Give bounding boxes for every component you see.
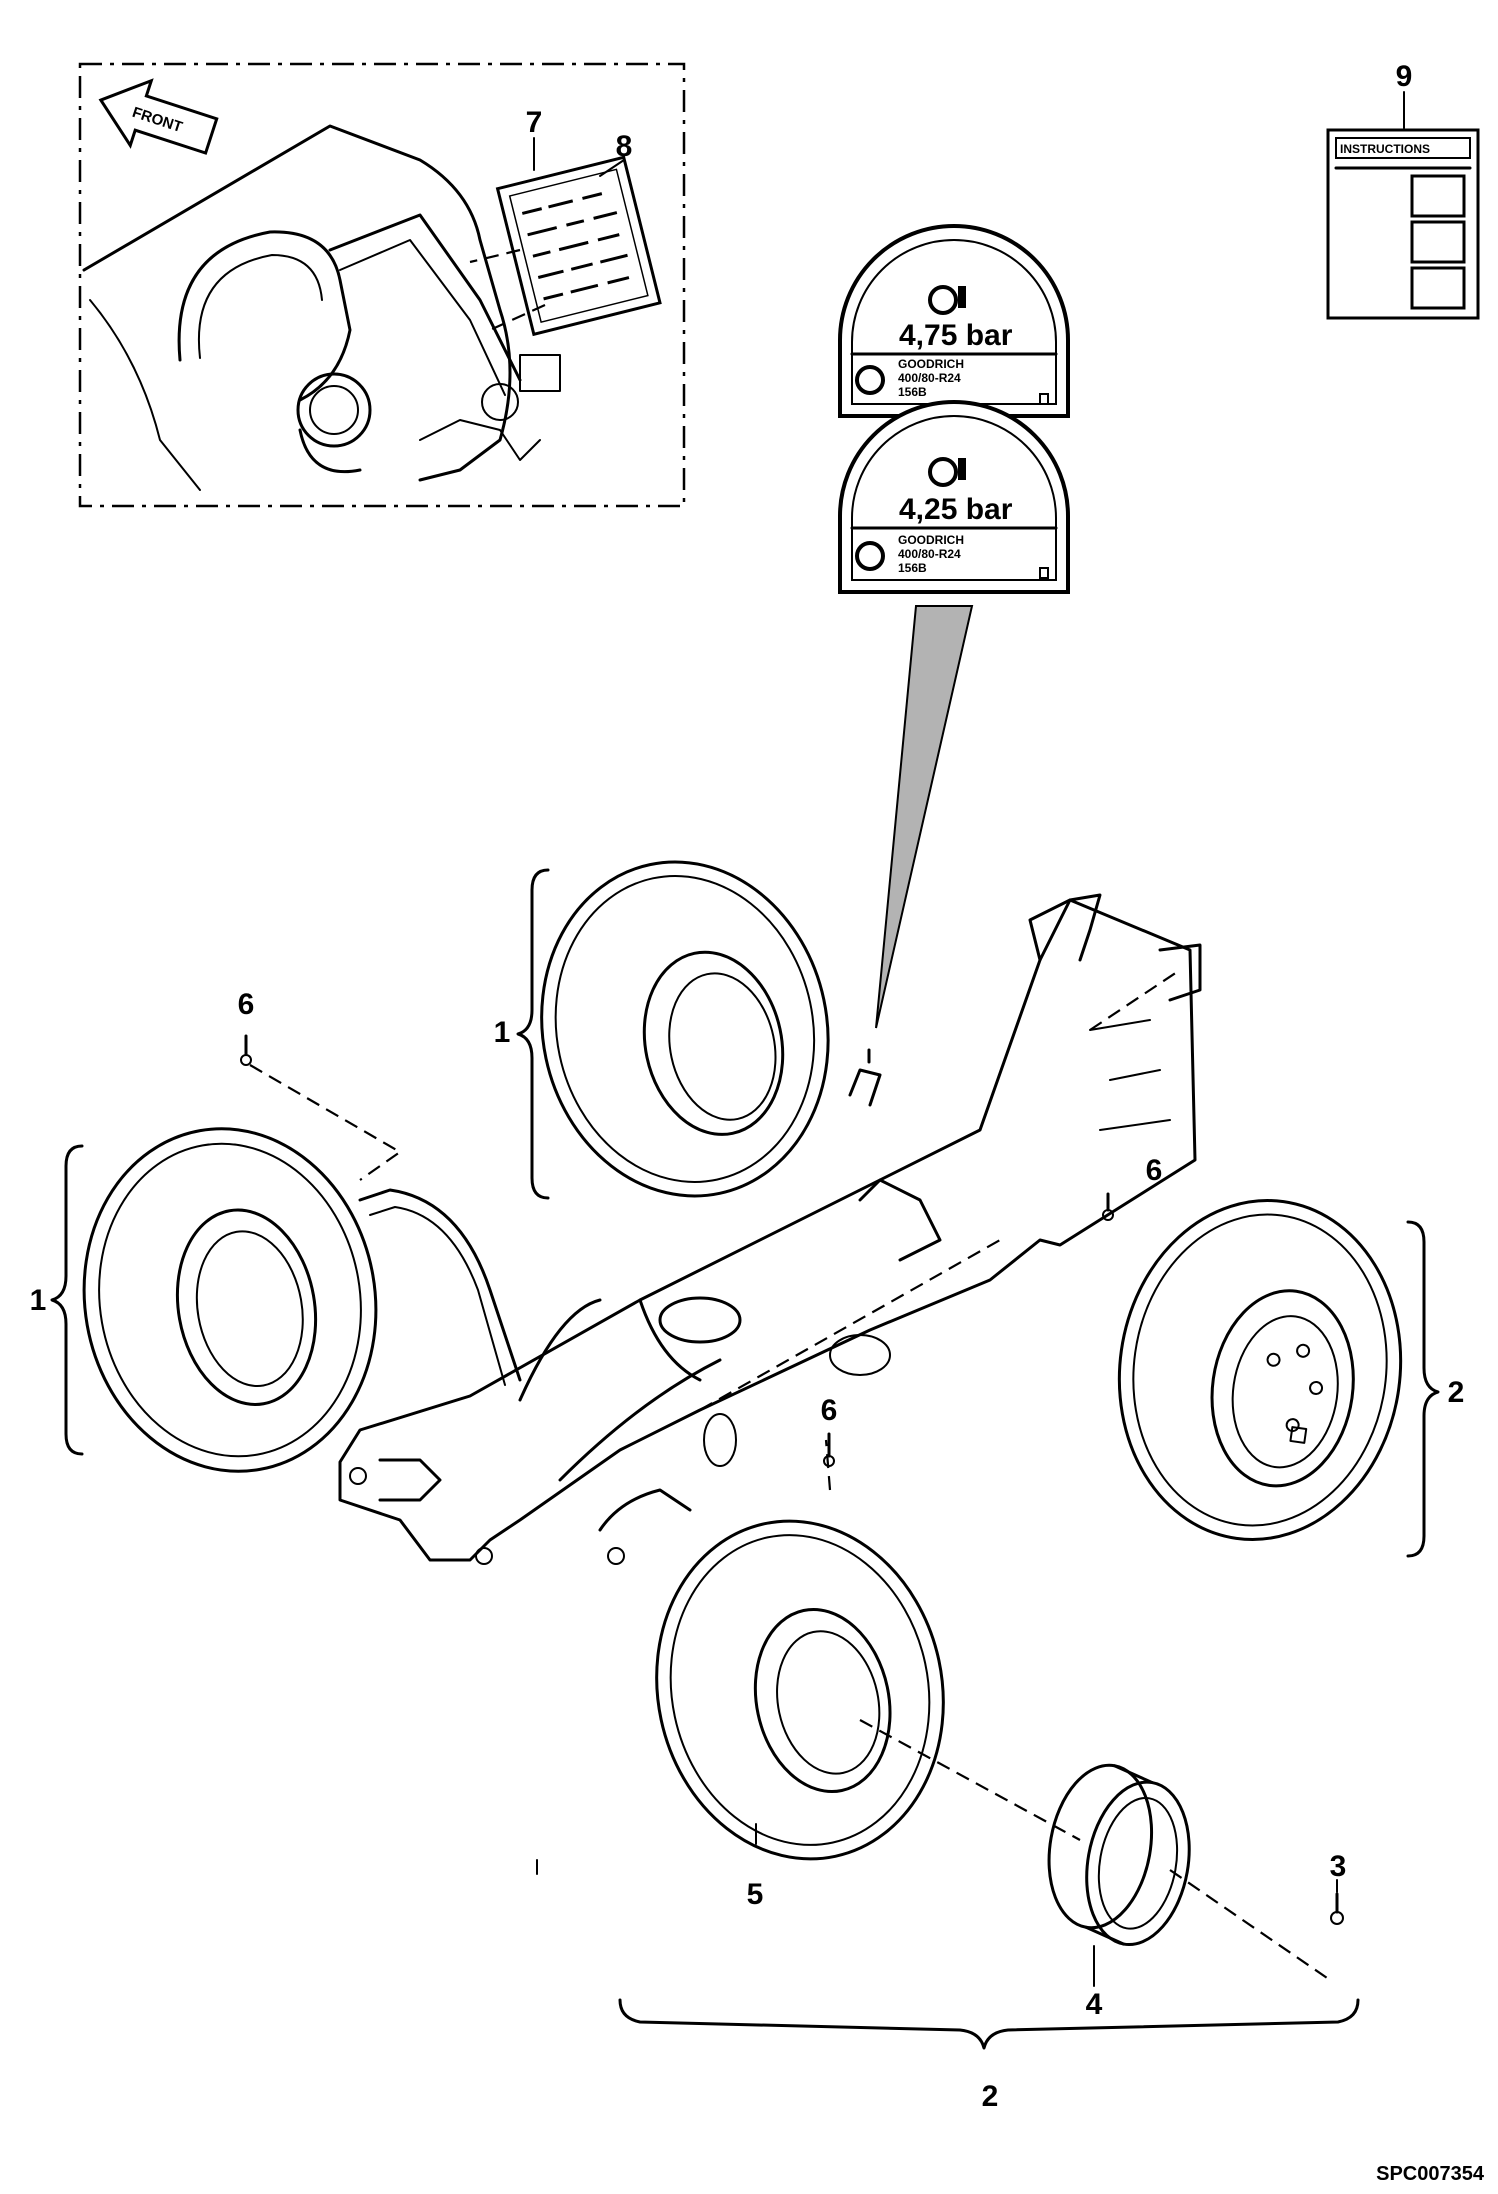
tire-pressure-label-front: 4,25 bar GOODRICH 400/80-R24 156B bbox=[838, 400, 1070, 594]
callout-6-mid: 6 bbox=[821, 1394, 838, 1427]
front-tire-brand: GOODRICH bbox=[898, 533, 964, 547]
callout-8: 8 bbox=[616, 130, 633, 163]
brace-2-bottom bbox=[618, 1998, 1360, 2050]
tire-front-right bbox=[655, 1519, 945, 1861]
tire-front-left bbox=[540, 860, 830, 1198]
instructions-title: INSTRUCTIONS bbox=[1340, 142, 1430, 156]
rear-tire-size: 400/80-R24 bbox=[898, 371, 961, 385]
callout-7: 7 bbox=[526, 106, 543, 139]
callout-6-right: 6 bbox=[1146, 1154, 1163, 1187]
front-tire-load: 156B bbox=[898, 561, 927, 575]
callout-4: 4 bbox=[1086, 1988, 1103, 2021]
rear-pressure-value: 4,75 bar bbox=[899, 319, 1013, 352]
callout-1-upper: 1 bbox=[494, 1016, 511, 1049]
label-pointer bbox=[875, 605, 974, 1029]
rear-tire-load: 156B bbox=[898, 385, 927, 399]
decal-panel-7-8 bbox=[495, 155, 662, 337]
valve-stem bbox=[240, 1034, 1114, 1467]
reference-code: SPC007354 bbox=[1376, 2163, 1485, 2185]
tire-rear-left bbox=[82, 1127, 378, 1473]
callout-9: 9 bbox=[1396, 60, 1413, 93]
callout-6-top: 6 bbox=[238, 988, 255, 1021]
wheel-rim bbox=[1047, 1763, 1191, 1947]
brace-1-upper bbox=[516, 868, 550, 1200]
gauge-icon bbox=[958, 286, 966, 308]
tire-icon bbox=[928, 285, 958, 315]
callout-5: 5 bbox=[747, 1878, 764, 1911]
callout-2-bottom: 2 bbox=[982, 2080, 999, 2113]
front-pressure-value: 4,25 bar bbox=[899, 493, 1013, 526]
front-tire-size: 400/80-R24 bbox=[898, 547, 961, 561]
brace-2-right bbox=[1406, 1220, 1440, 1558]
instructions-decal: INSTRUCTIONS bbox=[1326, 91, 1480, 320]
callout-2-right: 2 bbox=[1448, 1376, 1465, 1409]
chassis-frame bbox=[338, 893, 1202, 1565]
cab-decal-inset: FRONT bbox=[78, 62, 686, 508]
tire-pressure-label-rear: 4,75 bar GOODRICH 400/80-R24 156B bbox=[838, 224, 1070, 418]
callout-3: 3 bbox=[1330, 1850, 1347, 1883]
wheel-nut bbox=[1330, 1892, 1344, 1925]
tire-rear-right bbox=[1117, 1199, 1403, 1541]
rear-tire-brand: GOODRICH bbox=[898, 357, 964, 371]
brace-1-left bbox=[50, 1144, 84, 1456]
callout-1-left: 1 bbox=[30, 1284, 47, 1317]
front-arrow-icon: FRONT bbox=[98, 78, 219, 155]
